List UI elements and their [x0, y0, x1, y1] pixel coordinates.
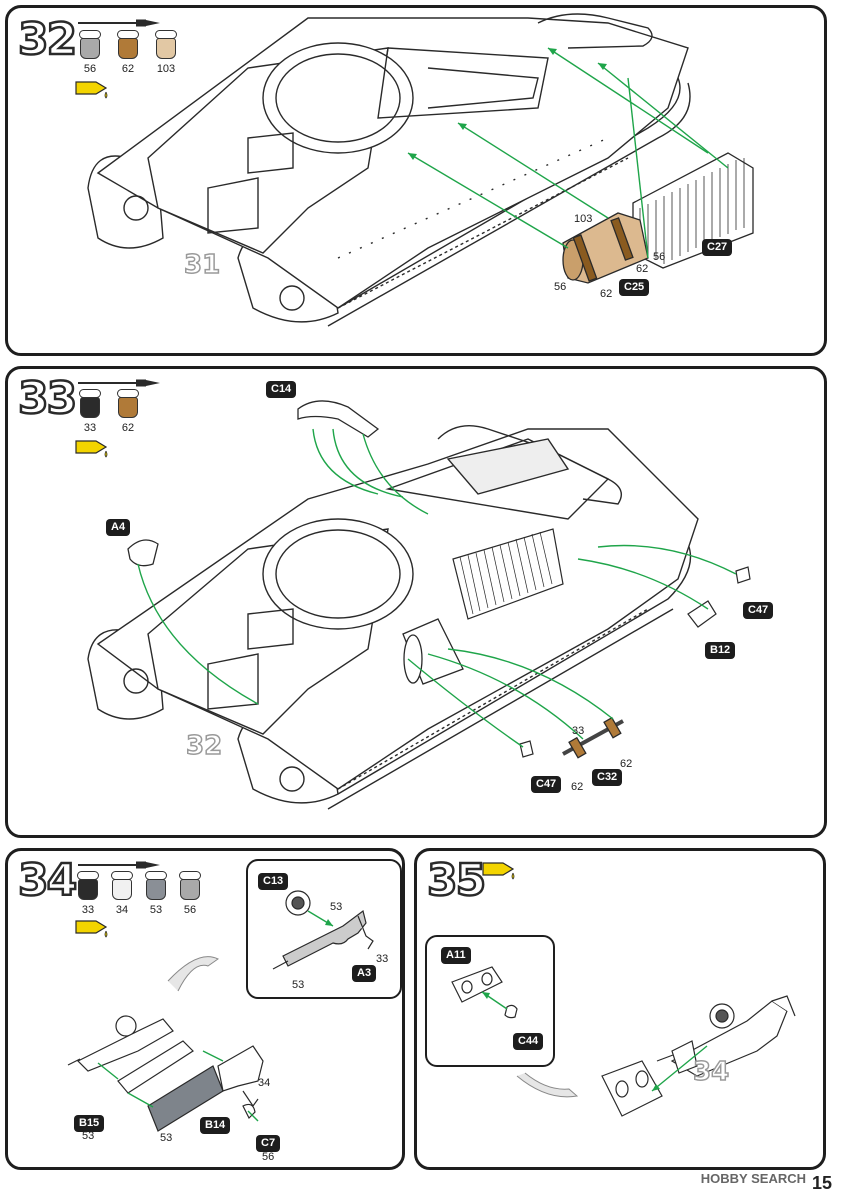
paint-callout: 56: [262, 1151, 275, 1163]
paint-callout: 62: [636, 263, 649, 275]
previous-step-ref: 31: [183, 249, 221, 281]
paint-callout: 62: [600, 288, 613, 300]
paint-code: 62: [121, 63, 135, 75]
part-tag-c25: C25: [619, 279, 650, 296]
part-tag-c27: C27: [702, 239, 733, 256]
paint-callout: 62: [571, 781, 584, 793]
paint-callout: 34: [258, 1077, 271, 1089]
step-33-panel: 33 33 62: [5, 366, 827, 838]
glue-icon: [482, 862, 515, 880]
part-tag-c47: C47: [743, 602, 774, 619]
paint-callout: 53: [330, 901, 343, 913]
page-number: 15: [811, 1173, 832, 1193]
previous-step-ref: 34: [692, 1056, 730, 1088]
glue-icon: [75, 920, 108, 938]
part-tag-b14: B14: [200, 1117, 231, 1134]
part-tag-c14: C14: [266, 381, 297, 398]
tank-hull-drawing: [87, 400, 751, 810]
paint-callout: 53: [292, 979, 305, 991]
watermark: HOBBY SEARCH: [700, 1171, 806, 1186]
detail-inset: A11 C44: [425, 935, 555, 1067]
part-tag-c13: C13: [258, 873, 289, 890]
glue-icon: [75, 440, 108, 458]
detail-inset: C13 A3 53 33 53: [246, 859, 402, 999]
paint-jar: 62: [114, 389, 142, 434]
paint-jar: 62: [114, 30, 142, 75]
part-tag-a3: A3: [352, 965, 377, 982]
part-tag-c7: C7: [256, 1135, 281, 1152]
paint-callout: 53: [160, 1132, 173, 1144]
paint-callout: 56: [653, 251, 666, 263]
paintbrush-icon: [78, 379, 160, 387]
paint-code: 33: [83, 422, 97, 434]
step-number: 35: [426, 855, 488, 906]
paint-callout: 33: [572, 725, 585, 737]
gun-mantlet-drawing: [516, 995, 796, 1117]
paint-callout: 56: [554, 281, 567, 293]
paint-callout: 62: [620, 758, 633, 770]
part-tag-b12: B12: [705, 642, 736, 659]
mantlet-subassembly-drawing: [451, 966, 518, 1019]
paint-code: 56: [83, 63, 97, 75]
part-tag-a4: A4: [106, 519, 131, 536]
paint-code: 33: [81, 904, 95, 916]
paint-callout: 53: [82, 1130, 95, 1142]
step-34-panel: 34 33 34 53 56: [5, 848, 405, 1170]
part-tag-c32: C32: [592, 769, 623, 786]
glue-icon: [75, 81, 108, 99]
previous-step-ref: 32: [185, 730, 223, 762]
part-tag-a11: A11: [441, 947, 471, 964]
paint-jar: 56: [176, 871, 204, 916]
tank-hull-drawing: [87, 13, 754, 327]
part-tag-b15: B15: [74, 1115, 105, 1132]
paint-jar: 33: [76, 389, 104, 434]
paint-jar: 33: [74, 871, 102, 916]
step-number: 32: [17, 14, 79, 65]
part-tag-c47: C47: [531, 776, 562, 793]
paint-color-swatch: [80, 38, 100, 59]
part-tag-c44: C44: [513, 1033, 544, 1050]
paint-code: 34: [115, 904, 129, 916]
gun-mount-drawing: [67, 956, 264, 1132]
paint-list: 56 62 103: [76, 30, 180, 75]
gun-subassembly-drawing: [272, 890, 374, 970]
paint-code: 56: [183, 904, 197, 916]
paint-code: 103: [156, 63, 176, 75]
paint-jar: 53: [142, 871, 170, 916]
paintbrush-icon: [78, 19, 160, 27]
step-35-panel: 35 A11 C44 34: [414, 848, 826, 1170]
paint-jar: 56: [76, 30, 104, 75]
paint-list: 33 62: [76, 389, 142, 434]
paintbrush-icon: [78, 861, 160, 869]
paint-code: 62: [121, 422, 135, 434]
step-32-panel: 32 56 62 103: [5, 5, 827, 356]
paint-jar: 103: [152, 30, 180, 75]
paint-callout: 33: [376, 953, 389, 965]
step-number: 33: [17, 373, 79, 424]
paint-callout: 103: [574, 213, 593, 225]
paint-jar: 34: [108, 871, 136, 916]
paint-code: 53: [149, 904, 163, 916]
paint-list: 33 34 53 56: [74, 871, 204, 916]
step-number: 34: [17, 855, 79, 906]
